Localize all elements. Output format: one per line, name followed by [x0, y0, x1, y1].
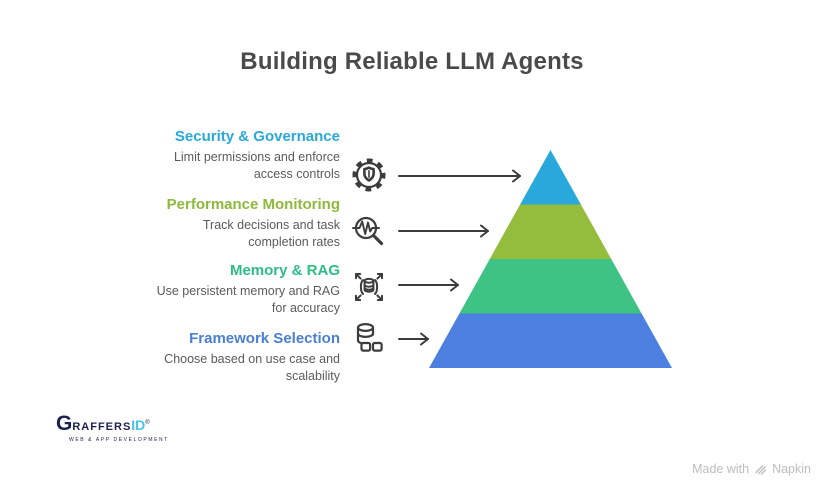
level-description-performance: Track decisions and task completion rate… — [202, 218, 340, 249]
arrow-performance — [398, 224, 494, 238]
pyramid-level-performance — [489, 204, 612, 259]
database-modules-icon — [348, 318, 390, 360]
pyramid-level-framework — [429, 313, 672, 368]
page-title: Building Reliable LLM Agents — [240, 48, 584, 75]
pyramid-level-memory — [459, 259, 642, 314]
level-heading-framework: Framework Selection — [189, 330, 340, 347]
level-heading-performance: Performance Monitoring — [166, 196, 340, 213]
pyramid — [429, 150, 672, 368]
made-with-napkin-credit: Made with Napkin — [692, 462, 811, 476]
logo-suffix: ID — [131, 417, 146, 433]
arrow-framework — [398, 332, 434, 346]
level-heading-security: Security & Governance — [174, 128, 340, 145]
level-description-framework: Choose based on use case and scalability — [164, 352, 340, 383]
level-description-memory: Use persistent memory and RAG for accura… — [156, 284, 340, 315]
logo-tagline: WEB & APP DEVELOPMENT — [69, 436, 169, 443]
credit-brand: Napkin — [772, 462, 811, 476]
credit-prefix: Made with — [692, 462, 750, 476]
pulse-magnifier-icon — [348, 210, 390, 252]
arrow-security — [398, 169, 526, 183]
napkin-icon — [754, 463, 767, 476]
shield-gear-icon — [348, 154, 390, 196]
logo-wordmark: RAFFERS — [72, 421, 132, 433]
pyramid-level-security — [520, 150, 581, 205]
level-row-performance: Performance Monitoring Track decisions a… — [90, 196, 340, 251]
arrow-memory — [398, 278, 464, 292]
level-heading-memory: Memory & RAG — [229, 262, 340, 279]
level-row-framework: Framework Selection Choose based on use … — [90, 330, 340, 385]
database-expand-icon — [348, 266, 390, 308]
level-row-memory: Memory & RAG Use persistent memory and R… — [90, 262, 340, 317]
registered-mark: ® — [145, 420, 150, 426]
level-description-security: Limit permissions and enforce access con… — [173, 150, 340, 181]
level-row-security: Security & Governance Limit permissions … — [90, 128, 340, 183]
logo-g-mark: G — [56, 412, 73, 435]
